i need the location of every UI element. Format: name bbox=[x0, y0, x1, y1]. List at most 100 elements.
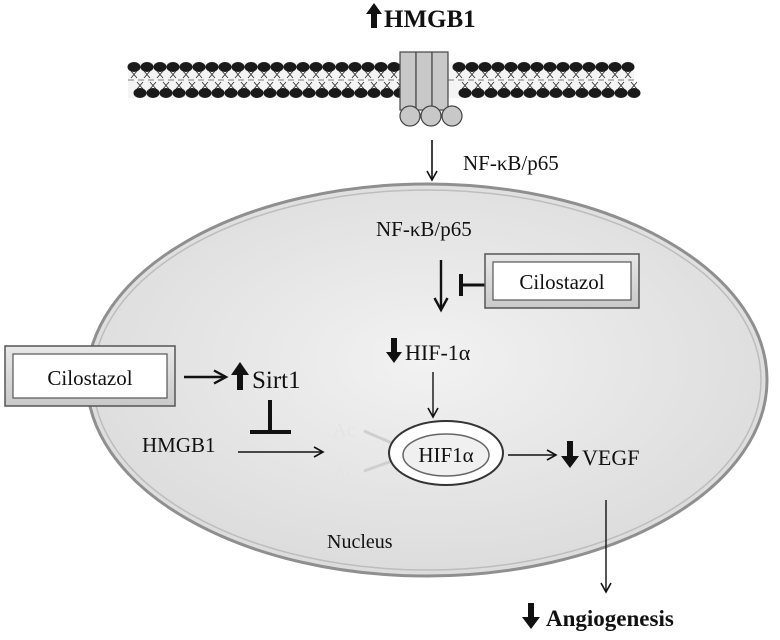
down-arrow-icon bbox=[386, 338, 402, 363]
lipid-head bbox=[627, 88, 641, 98]
lipid-tail bbox=[533, 70, 547, 90]
lipid-head bbox=[263, 88, 277, 98]
lipid-head bbox=[588, 88, 602, 98]
lipid-tail bbox=[143, 70, 157, 90]
lipid-tail bbox=[390, 70, 404, 90]
lipid-head bbox=[510, 88, 524, 98]
lipid-tail bbox=[338, 70, 352, 90]
hif-decrease-group: HIF-1α bbox=[386, 338, 471, 365]
lipid-head bbox=[478, 62, 492, 72]
lipid-head bbox=[205, 62, 219, 72]
lipid-head bbox=[517, 62, 531, 72]
lipid-tail bbox=[507, 70, 521, 90]
cilostazol-label-top: Cilostazol bbox=[519, 270, 604, 294]
cilostazol-box-top: Cilostazol bbox=[484, 253, 640, 309]
lipid-head bbox=[140, 62, 154, 72]
lipid-tail bbox=[182, 70, 196, 90]
lipid-head bbox=[302, 88, 316, 98]
lipid-tail bbox=[494, 70, 508, 90]
lipid-head bbox=[458, 88, 472, 98]
lipid-tail bbox=[468, 70, 482, 90]
lipid-head bbox=[569, 62, 583, 72]
lipid-tail bbox=[585, 70, 599, 90]
lipid-head bbox=[276, 88, 290, 98]
lipid-head bbox=[250, 88, 264, 98]
lipid-head bbox=[159, 88, 173, 98]
lipid-head bbox=[549, 88, 563, 98]
lipid-tail bbox=[273, 70, 287, 90]
lipid-tail bbox=[481, 70, 495, 90]
lipid-head bbox=[166, 62, 180, 72]
lipid-tail bbox=[221, 70, 235, 90]
sirt1-label: Sirt1 bbox=[252, 367, 301, 394]
lipid-head bbox=[387, 62, 401, 72]
membrane-nfkb-label: NF-κB/p65 bbox=[463, 151, 559, 175]
lipid-head bbox=[185, 88, 199, 98]
lipid-head bbox=[192, 62, 206, 72]
vegf-label: VEGF bbox=[582, 445, 639, 470]
lipid-head bbox=[335, 62, 349, 72]
lipid-head bbox=[491, 62, 505, 72]
lipid-tail bbox=[195, 70, 209, 90]
lipid-head bbox=[543, 62, 557, 72]
lipid-head bbox=[601, 88, 615, 98]
top-hmgb1-label: HMGB1 bbox=[384, 6, 476, 33]
sirt1-increase-group: Sirt1 bbox=[231, 362, 301, 394]
lipid-head bbox=[309, 62, 323, 72]
acetyl-label-top: Ac bbox=[333, 420, 355, 441]
lipid-head bbox=[211, 88, 225, 98]
lipid-head bbox=[452, 62, 466, 72]
inhibition-sirt1-hmgb1 bbox=[250, 400, 291, 434]
cilostazol-label-left: Cilostazol bbox=[47, 366, 132, 390]
lipid-head bbox=[374, 62, 388, 72]
lipid-head bbox=[146, 88, 160, 98]
hif-decrease-label: HIF-1α bbox=[405, 340, 471, 365]
lipid-head bbox=[465, 62, 479, 72]
lipid-head bbox=[218, 62, 232, 72]
lipid-head bbox=[172, 88, 186, 98]
lipid-head bbox=[354, 88, 368, 98]
lipid-tail bbox=[247, 70, 261, 90]
lipid-tail bbox=[572, 70, 586, 90]
nucleus bbox=[85, 182, 769, 578]
top-hmgb1-group: HMGB1 bbox=[366, 3, 476, 33]
lipid-tail bbox=[520, 70, 534, 90]
lipid-head bbox=[614, 88, 628, 98]
nucleus-label: Nucleus bbox=[327, 531, 393, 553]
up-arrow-icon bbox=[231, 362, 249, 390]
lipid-tail bbox=[325, 70, 339, 90]
cell-membrane bbox=[127, 62, 641, 98]
lipid-head bbox=[257, 62, 271, 72]
lipid-head bbox=[361, 62, 375, 72]
lipid-head bbox=[530, 62, 544, 72]
nuclear-hmgb1-label: HMGB1 bbox=[142, 433, 216, 457]
acetyl-label-bottom: Ac bbox=[333, 464, 355, 485]
lipid-head bbox=[582, 62, 596, 72]
lipid-head bbox=[289, 88, 303, 98]
lipid-head bbox=[380, 88, 394, 98]
angiogenesis-decrease-group: Angiogenesis bbox=[522, 603, 674, 631]
hif1a-core-label: HIF1α bbox=[418, 443, 473, 467]
lipid-head bbox=[133, 88, 147, 98]
lipid-head bbox=[296, 62, 310, 72]
lipid-head bbox=[523, 88, 537, 98]
lipid-tail bbox=[364, 70, 378, 90]
lipid-tail bbox=[286, 70, 300, 90]
lipid-head bbox=[198, 88, 212, 98]
lipid-tail bbox=[208, 70, 222, 90]
vegf-decrease-group: VEGF bbox=[561, 441, 639, 470]
lipid-head bbox=[556, 62, 570, 72]
lipid-head bbox=[270, 62, 284, 72]
lipid-head bbox=[127, 62, 141, 72]
lipid-head bbox=[231, 62, 245, 72]
lipid-head bbox=[328, 88, 342, 98]
lipid-head bbox=[224, 88, 238, 98]
lipid-tail bbox=[299, 70, 313, 90]
lipid-tail bbox=[156, 70, 170, 90]
lipid-head bbox=[348, 62, 362, 72]
lipid-head bbox=[179, 62, 193, 72]
lipid-head bbox=[153, 62, 167, 72]
lipid-head bbox=[471, 88, 485, 98]
lipid-head bbox=[536, 88, 550, 98]
